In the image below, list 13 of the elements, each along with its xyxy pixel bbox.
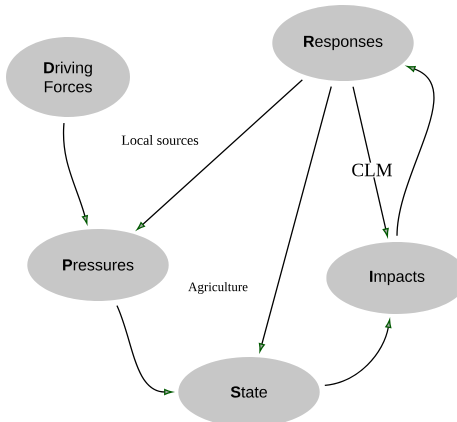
ellipse-node: Driving Forces [6,37,130,117]
arrow [324,319,392,386]
arrow [116,305,173,396]
arrow [62,123,88,224]
edge-label: CLM [350,162,394,178]
arrow [396,66,434,236]
arrow [136,79,303,230]
arrow [352,86,389,237]
edge-label: Agriculture [187,281,249,295]
edge-label: Local sources [120,134,200,146]
ellipse-node: Responses [272,5,414,81]
arrow [258,86,332,352]
ellipse-node: Pressures [27,229,169,301]
